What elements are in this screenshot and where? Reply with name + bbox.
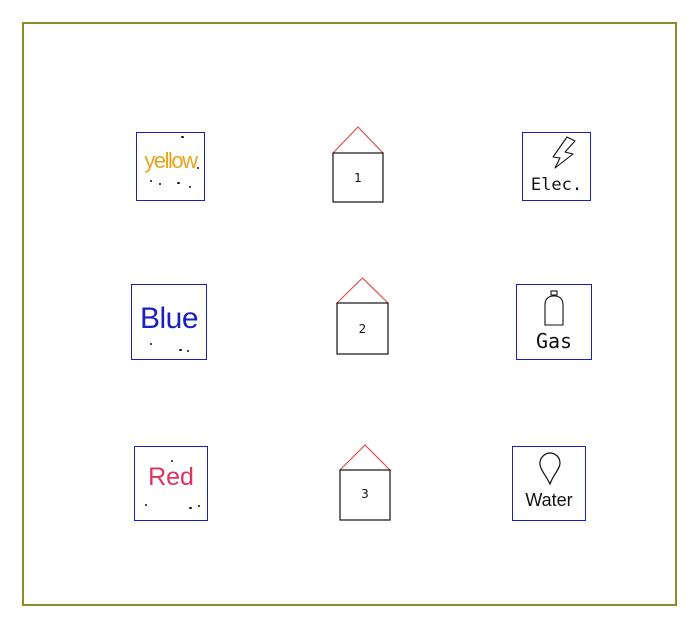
electricity-box[interactable]: Elec. <box>522 132 591 201</box>
electricity-label: Elec. <box>530 175 583 195</box>
speck <box>145 504 147 506</box>
speck <box>171 460 173 462</box>
house-number: 2 <box>358 322 367 336</box>
speck <box>187 350 189 352</box>
house-1-icon <box>332 126 384 203</box>
lightning-icon <box>552 136 576 169</box>
water-box[interactable]: Water <box>512 446 586 521</box>
house-3-icon <box>339 444 391 521</box>
speck <box>177 182 180 184</box>
speck <box>189 507 192 509</box>
speck <box>150 343 152 345</box>
yellow-box[interactable]: yellow <box>136 132 205 201</box>
house-2-icon <box>336 277 389 355</box>
puzzle-frame <box>22 22 677 606</box>
house-number: 1 <box>354 171 362 185</box>
speck <box>179 349 182 351</box>
speck <box>197 167 199 169</box>
red-label: Red <box>148 463 194 491</box>
gas-cylinder-icon <box>544 290 564 326</box>
house-1[interactable]: 1 <box>332 126 384 203</box>
water-drop-icon <box>539 452 561 486</box>
gas-label: Gas <box>535 329 573 353</box>
speck <box>150 180 152 182</box>
blue-label: Blue <box>139 302 199 335</box>
speck <box>159 183 161 185</box>
speck <box>189 186 191 188</box>
red-box[interactable]: Red <box>134 446 208 521</box>
water-label: Water <box>525 490 573 510</box>
yellow-label: yellow <box>144 147 198 173</box>
house-3[interactable]: 3 <box>339 444 391 521</box>
blue-box[interactable]: Blue <box>131 284 207 360</box>
house-number: 3 <box>361 487 369 501</box>
speck <box>181 136 184 138</box>
gas-box[interactable]: Gas <box>516 284 592 360</box>
speck <box>198 505 200 507</box>
house-2[interactable]: 2 <box>336 277 389 355</box>
